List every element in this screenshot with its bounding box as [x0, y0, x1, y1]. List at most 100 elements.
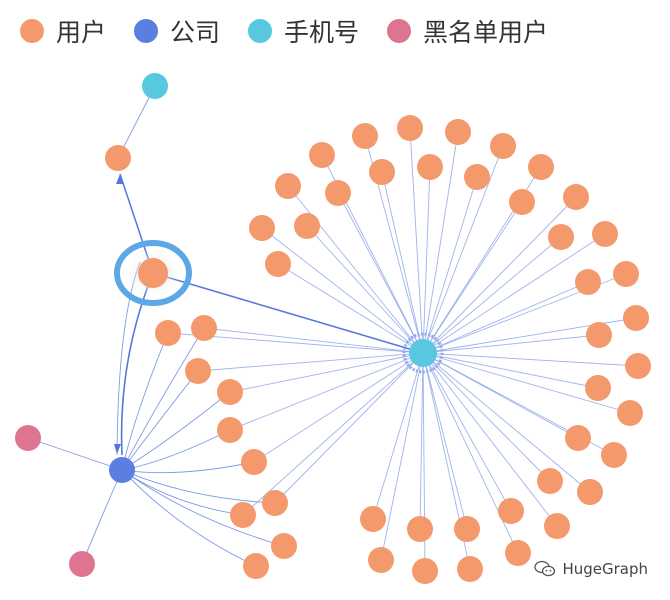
user-node[interactable]	[243, 553, 269, 579]
phone-edge	[117, 85, 156, 159]
user-node[interactable]	[352, 123, 378, 149]
user-node[interactable]	[275, 173, 301, 199]
user-node[interactable]	[217, 417, 243, 443]
user-node[interactable]	[537, 468, 563, 494]
user-node[interactable]	[601, 442, 627, 468]
blacklist-dot-icon	[387, 19, 412, 43]
user-node[interactable]	[457, 556, 483, 582]
phone-edge	[422, 166, 431, 354]
phone-edge	[242, 352, 424, 516]
user-node[interactable]	[625, 353, 651, 379]
phone-edge	[422, 334, 600, 354]
phone-edge	[229, 352, 424, 431]
phone-edge	[287, 185, 424, 354]
arrow-fan	[402, 332, 444, 374]
user-node[interactable]	[505, 540, 531, 566]
phone-edge	[422, 352, 591, 493]
user-node[interactable]	[565, 425, 591, 451]
legend-item-company[interactable]: 公司	[134, 13, 220, 49]
user-node[interactable]	[369, 159, 395, 185]
user-node[interactable]	[585, 375, 611, 401]
user-node[interactable]	[271, 533, 297, 559]
phone-edge	[422, 281, 589, 354]
phone-edge	[422, 201, 523, 354]
company-edge	[121, 370, 199, 471]
company-edge	[121, 469, 257, 567]
user-node[interactable]	[563, 184, 589, 210]
legend-label: 手机号	[284, 18, 360, 47]
selected-user-node[interactable]	[138, 258, 168, 288]
phone-edge	[419, 352, 424, 530]
user-node[interactable]	[586, 322, 612, 348]
arrowhead	[114, 444, 121, 454]
company-edge	[121, 469, 276, 504]
company-edge	[121, 429, 231, 471]
user-node[interactable]	[509, 189, 535, 215]
user-node[interactable]	[105, 145, 131, 171]
blacklist-node[interactable]	[15, 425, 41, 451]
user-node[interactable]	[577, 479, 603, 505]
user-node[interactable]	[407, 516, 433, 542]
user-node[interactable]	[528, 154, 554, 180]
company-edge	[121, 327, 205, 471]
company-dot-icon	[134, 19, 159, 43]
phone-edge	[422, 352, 512, 512]
legend-item-user[interactable]: 用户	[20, 13, 106, 49]
user-node[interactable]	[548, 224, 574, 250]
company-edge	[121, 469, 285, 547]
user-node[interactable]	[544, 513, 570, 539]
user-node[interactable]	[185, 358, 211, 384]
phone-node[interactable]	[142, 73, 168, 99]
user-node[interactable]	[309, 142, 335, 168]
user-node[interactable]	[230, 502, 256, 528]
phone-edge	[381, 171, 424, 354]
user-node[interactable]	[191, 315, 217, 341]
user-node[interactable]	[417, 154, 443, 180]
phone-edge	[422, 352, 599, 389]
user-node[interactable]	[325, 180, 351, 206]
user-node[interactable]	[498, 498, 524, 524]
phone-edge	[409, 127, 424, 354]
phone-edge	[229, 352, 424, 393]
user-node[interactable]	[262, 490, 288, 516]
phone-edge	[422, 352, 551, 482]
user-node[interactable]	[397, 115, 423, 141]
user-node[interactable]	[623, 305, 649, 331]
user-node[interactable]	[294, 213, 320, 239]
user-node[interactable]	[464, 164, 490, 190]
legend-item-phone[interactable]: 手机号	[248, 13, 359, 49]
company-edge	[121, 461, 255, 474]
node-layer[interactable]	[15, 73, 651, 584]
blacklist-edge	[27, 437, 123, 471]
legend-label: 黑名单用户	[423, 18, 549, 47]
user-node[interactable]	[613, 261, 639, 287]
blacklist-node[interactable]	[69, 551, 95, 577]
user-node[interactable]	[490, 133, 516, 159]
user-node[interactable]	[592, 221, 618, 247]
user-node[interactable]	[412, 558, 438, 584]
user-node[interactable]	[241, 449, 267, 475]
user-node[interactable]	[360, 506, 386, 532]
user-dot-icon	[20, 19, 44, 43]
user-node[interactable]	[155, 320, 181, 346]
user-node[interactable]	[249, 215, 275, 241]
phone-edge	[277, 263, 424, 354]
phone-edge	[203, 327, 424, 354]
user-node[interactable]	[368, 547, 394, 573]
company-edge	[121, 391, 231, 471]
user-node[interactable]	[454, 516, 480, 542]
watermark: HugeGraph	[534, 560, 648, 578]
user-node[interactable]	[445, 119, 471, 145]
phone-hub-node[interactable]	[409, 339, 437, 367]
user-node[interactable]	[217, 379, 243, 405]
phone-edge	[422, 236, 562, 354]
company-node[interactable]	[109, 457, 135, 483]
legend-label: 用户	[56, 18, 107, 47]
phone-edge	[152, 272, 424, 354]
user-node[interactable]	[617, 400, 643, 426]
legend-item-blacklist[interactable]: 黑名单用户	[387, 13, 548, 49]
user-node[interactable]	[265, 251, 291, 277]
user-node[interactable]	[575, 269, 601, 295]
phone-edge	[422, 352, 468, 530]
